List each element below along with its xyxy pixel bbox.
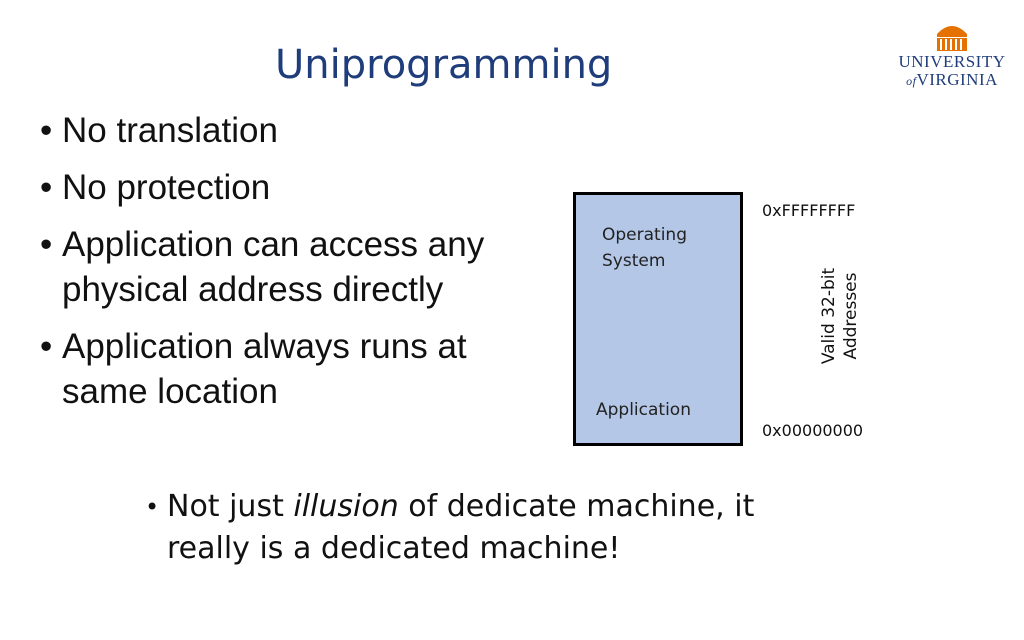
dedicated-machine-note: •Not just illusion of dedicate machine, … [145,486,817,570]
university-logo: UNIVERSITY ofVIRGINIA [893,20,1011,90]
address-top-label: 0xFFFFFFFF [762,201,856,220]
bullet-text: Application always runs at same location [62,327,467,411]
memory-box: Operating System Application [573,192,743,446]
os-label-line2: System [602,251,666,271]
address-range-line1: Valid 32-bit [819,267,839,365]
bullet-text: Application can access any physical addr… [62,225,485,309]
bullet-dot-icon: • [40,225,53,264]
note-text-before: Not just [167,489,294,524]
slide-title: Uniprogramming [275,42,613,88]
logo-university-text: UNIVERSITY [898,52,1006,71]
logo-of-text: of [906,74,917,88]
bullet-text: No protection [62,168,271,207]
bullet-dot-icon: • [145,493,160,521]
bullet-dot-icon: • [40,327,53,366]
rotunda-icon [937,26,967,51]
bullet-text: No translation [62,111,278,150]
note-emphasis: illusion [293,489,399,524]
logo-virginia-word: VIRGINIA [916,70,998,89]
address-range-line2: Addresses [841,272,861,360]
bullet-item: •No translation [40,108,540,153]
bullet-dot-icon: • [40,168,53,207]
bullet-item: •No protection [40,165,540,210]
address-bottom-label: 0x00000000 [762,421,864,440]
bullet-dot-icon: • [40,111,53,150]
operating-system-label: Operating System [602,222,687,274]
application-label: Application [596,400,691,420]
bullet-list: •No translation •No protection •Applicat… [40,108,540,426]
bullet-item: •Application can access any physical add… [40,222,540,312]
address-range-text: Valid 32-bit Addresses [818,246,862,386]
note-text-after: of dedicate machine, it really is a dedi… [167,489,755,566]
os-label-line1: Operating [602,225,687,245]
bullet-item: •Application always runs at same locatio… [40,324,540,414]
logo-virginia-text: ofVIRGINIA [893,70,1011,90]
